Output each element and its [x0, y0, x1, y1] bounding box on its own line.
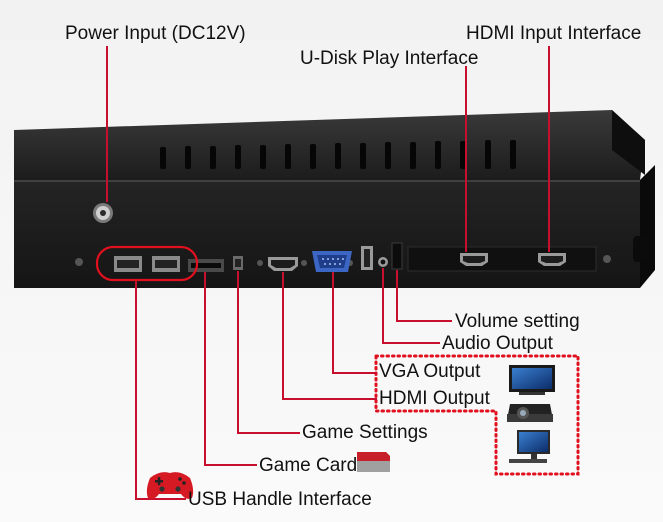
label-power-input: Power Input (DC12V) — [65, 23, 246, 44]
game-card-slot — [188, 259, 224, 272]
sd-card-icon — [357, 452, 390, 472]
label-udisk: U-Disk Play Interface — [300, 48, 479, 69]
usb-port-2 — [152, 256, 180, 272]
label-vga-output: VGA Output — [379, 361, 481, 382]
label-volume-setting: Volume setting — [455, 311, 580, 332]
vga-output-port — [312, 251, 352, 272]
hdmi-output-port — [268, 257, 298, 271]
monitor-icon — [509, 430, 550, 463]
label-audio-output: Audio Output — [442, 333, 553, 354]
label-game-settings: Game Settings — [302, 422, 428, 443]
hdmi-input-port-1 — [460, 253, 488, 266]
hdmi-input-port-2 — [538, 253, 566, 266]
device-foot-right — [633, 236, 647, 262]
display-output-dotted-box — [374, 354, 580, 476]
game-settings-button — [233, 256, 243, 270]
audio-output-jack — [378, 257, 388, 267]
tv-icon — [509, 365, 555, 395]
device-side-edge — [640, 165, 655, 288]
label-usb-handle: USB Handle Interface — [188, 489, 372, 510]
device-top-right-edge — [612, 110, 645, 175]
label-hdmi-output: HDMI Output — [379, 388, 490, 409]
volume-knob — [391, 242, 403, 270]
usb-port-1 — [114, 256, 142, 272]
label-hdmi-input: HDMI Input Interface — [466, 23, 642, 44]
leader-lines — [106, 46, 550, 500]
vent-slots — [160, 140, 516, 169]
device-top-panel — [14, 110, 645, 180]
rear-port-plate — [407, 246, 597, 272]
gamepad-icon — [146, 472, 194, 499]
label-game-card: Game Card — [259, 455, 358, 476]
udisk-usb-port — [361, 246, 373, 270]
power-jack — [93, 203, 113, 223]
usb-highlight-outline — [95, 245, 199, 282]
projector-icon — [507, 404, 553, 422]
